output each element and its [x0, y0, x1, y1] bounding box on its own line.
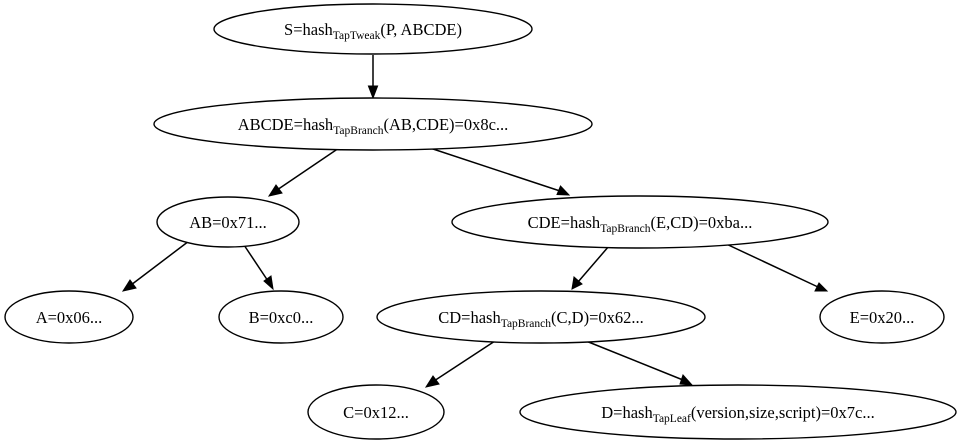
- node-ellipse-a[interactable]: [4, 290, 134, 344]
- node-ellipse-e[interactable]: [819, 290, 945, 344]
- node-label-s-suffix: (P, ABCDE): [380, 19, 462, 39]
- node-ellipse-c[interactable]: [307, 384, 445, 440]
- node-label-a-prefix: A=0x06...: [35, 307, 103, 327]
- node-label-e: E=0x20...: [849, 307, 915, 327]
- node-label-s-prefix: S=hash: [284, 19, 333, 39]
- edge-group: [121, 55, 829, 388]
- node-label-abcde-suffix: (AB,CDE)=0x8c...: [383, 114, 509, 134]
- node-label-d-subscript: TapLeaf: [652, 412, 691, 425]
- node-label-ab-prefix: AB=0x71...: [189, 212, 267, 232]
- edge-cd-to-c: [424, 340, 496, 388]
- node-label-b-prefix: B=0xc0...: [248, 307, 314, 327]
- node-ellipse-cde[interactable]: [451, 195, 829, 249]
- node-label-ab: AB=0x71...: [189, 212, 267, 232]
- node-label-s-subscript: TapTweak: [332, 29, 381, 42]
- node-ellipse-d[interactable]: [519, 384, 957, 440]
- node-label-cde-subscript: TapBranch: [600, 222, 651, 235]
- node-label-cde-prefix: CDE=hash: [527, 212, 601, 232]
- node-ellipse-s[interactable]: [213, 3, 533, 55]
- edge-cde-to-e: [721, 241, 829, 292]
- node-ellipse-ab[interactable]: [156, 196, 300, 248]
- node-label-c: C=0x12...: [343, 402, 409, 422]
- edge-ab-to-a: [121, 240, 190, 292]
- node-label-cd-suffix: (C,D)=0x62...: [551, 307, 644, 327]
- edge-cd-to-d: [585, 340, 694, 386]
- node-label-e-prefix: E=0x20...: [849, 307, 915, 327]
- node-label-cd-prefix: CD=hash: [438, 307, 501, 327]
- node-label-abcde: ABCDE=hashTapBranch(AB,CDE)=0x8c...: [237, 114, 509, 137]
- node-label-abcde-subscript: TapBranch: [333, 124, 384, 137]
- edge-abcde-to-ab: [267, 147, 340, 197]
- node-label-c-prefix: C=0x12...: [343, 402, 409, 422]
- node-ellipse-abcde[interactable]: [153, 97, 593, 151]
- node-ellipse-cd[interactable]: [376, 290, 706, 344]
- node-label-abcde-prefix: ABCDE=hash: [237, 114, 334, 134]
- node-label-s: S=hashTapTweak(P, ABCDE): [284, 19, 462, 42]
- node-label-d-prefix: D=hash: [601, 402, 653, 422]
- node-label-cde-suffix: (E,CD)=0xba...: [650, 212, 753, 232]
- edge-cde-to-cd: [571, 245, 610, 290]
- node-shape-group: [4, 3, 957, 440]
- node-label-d-suffix: (version,size,script)=0x7c...: [690, 402, 875, 422]
- node-label-b: B=0xc0...: [248, 307, 314, 327]
- edge-ab-to-b: [243, 244, 274, 291]
- node-label-cde: CDE=hashTapBranch(E,CD)=0xba...: [527, 212, 753, 235]
- edge-s-to-abcde: [367, 55, 379, 100]
- node-ellipse-b[interactable]: [218, 290, 344, 344]
- edge-abcde-to-cde: [429, 147, 571, 196]
- node-label-d: D=hashTapLeaf(version,size,script)=0x7c.…: [601, 402, 875, 425]
- node-label-cd-subscript: TapBranch: [500, 317, 552, 330]
- node-label-cd: CD=hashTapBranch(C,D)=0x62...: [438, 307, 644, 330]
- node-label-a: A=0x06...: [35, 307, 103, 327]
